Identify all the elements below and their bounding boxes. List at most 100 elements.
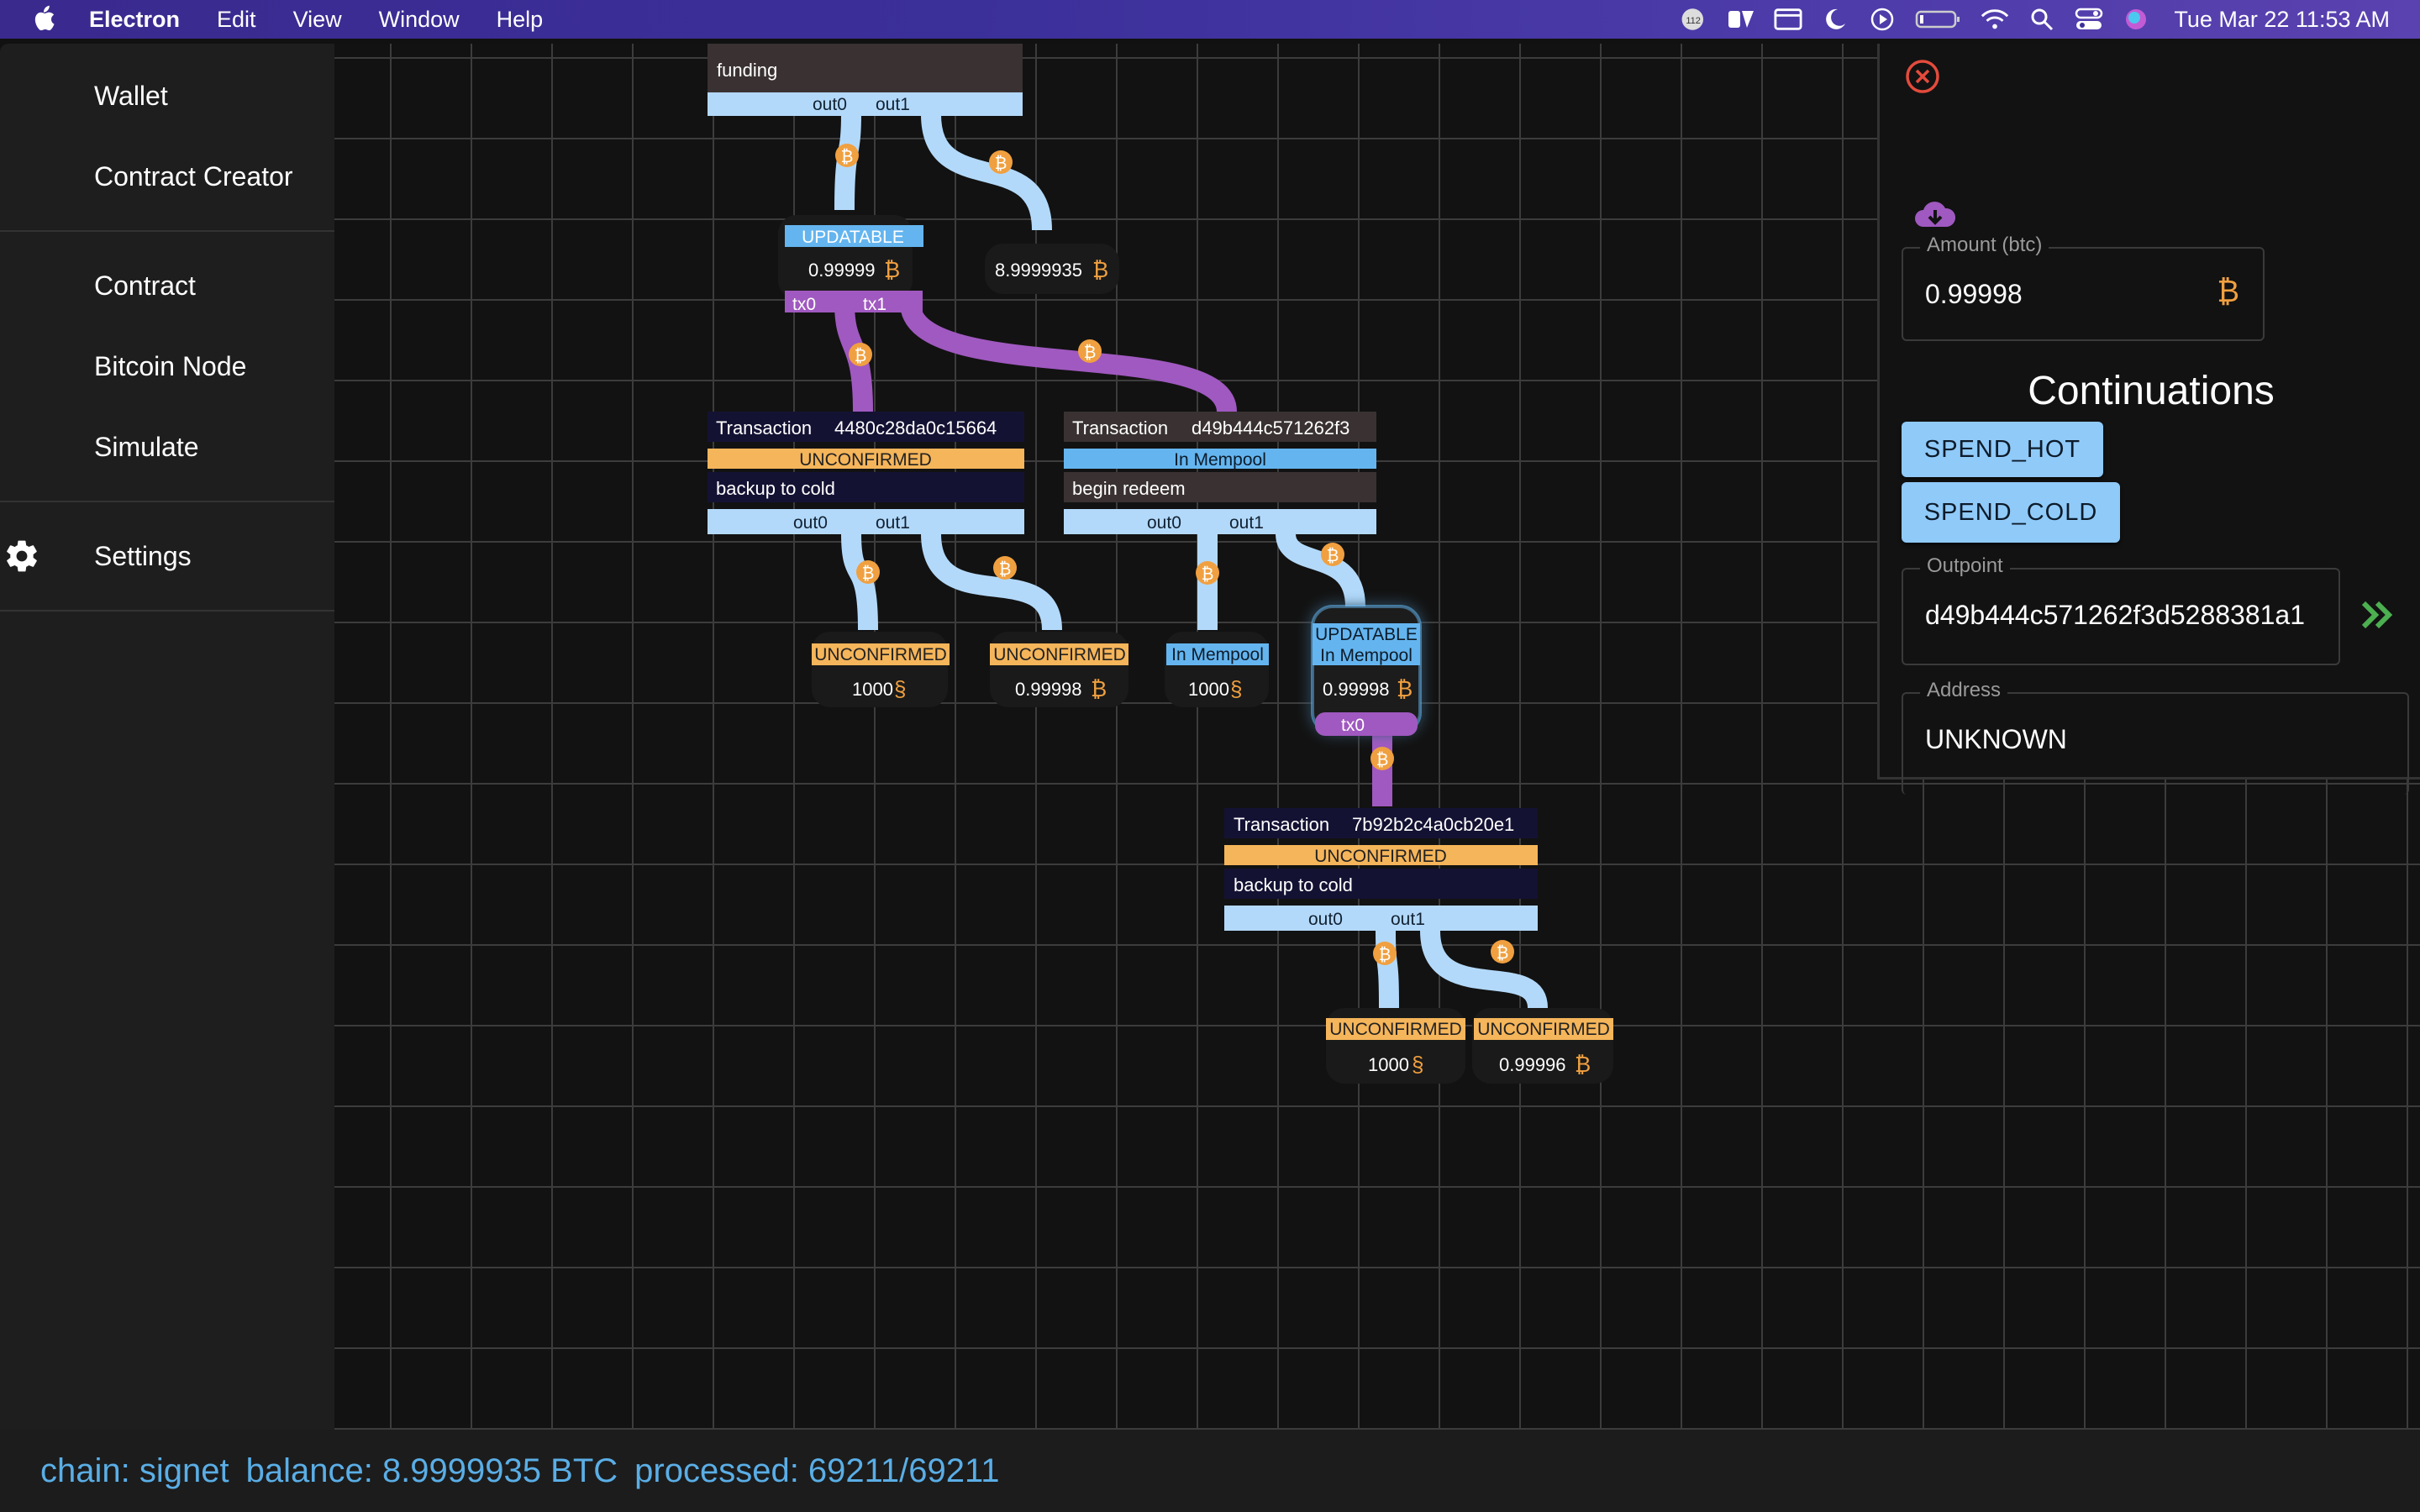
- coin-status: UPDATABLE: [802, 228, 904, 247]
- link-coin-tx1[interactable]: [900, 301, 1237, 413]
- notification-badge-icon[interactable]: 112: [1680, 7, 1708, 32]
- outpoint-field[interactable]: Outpoint d49b444c571262f3d5288381a1: [1902, 554, 2340, 665]
- address-value[interactable]: UNKNOWN: [1925, 724, 2067, 754]
- transaction-node[interactable]: Transaction d49b444c571262f3 In Mempool …: [1064, 412, 1376, 534]
- coin-status: UPDATABLE: [1315, 625, 1418, 644]
- moon-icon[interactable]: [1821, 7, 1849, 32]
- coin-amount: 1000: [1368, 1054, 1409, 1075]
- funding-out1[interactable]: out1: [876, 95, 910, 114]
- funding-node[interactable]: funding out0 out1: [708, 44, 1023, 116]
- tx-description: backup to cold: [1234, 874, 1353, 895]
- wifi-icon[interactable]: [1981, 7, 2009, 32]
- siri-icon[interactable]: [2122, 7, 2150, 32]
- detail-panel: Amount (btc) 0.99998 ₿ Continuations SPE…: [1877, 44, 2420, 795]
- spend-cold-button[interactable]: SPEND_COLD: [1902, 482, 2120, 543]
- cloud-download-icon[interactable]: [1913, 198, 1957, 234]
- coin-status: UNCONFIRMED: [1329, 1020, 1462, 1039]
- amount-label: Amount (btc): [1920, 234, 2049, 257]
- tx-description: begin redeem: [1072, 478, 1186, 499]
- processed-status: processed: 69211/69211: [634, 1452, 1000, 1489]
- link-tx3-out1[interactable]: [1420, 930, 1548, 1010]
- coin-node[interactable]: 8.9999935 ₿: [985, 244, 1119, 294]
- coin-node[interactable]: UPDATABLE 0.99999 ₿ tx0 tx1: [778, 215, 923, 314]
- sidebar-item-settings[interactable]: Settings: [94, 541, 192, 571]
- coin-node[interactable]: UNCONFIRMED 0.99998 ₿: [990, 632, 1128, 707]
- tx-status: UNCONFIRMED: [1314, 847, 1447, 866]
- amount-field[interactable]: Amount (btc) 0.99998 ₿: [1902, 234, 2265, 341]
- tx-id[interactable]: 4480c28da0c15664: [834, 417, 997, 438]
- tx-out1[interactable]: out1: [1229, 513, 1264, 533]
- bitcoin-icon: ₿: [849, 343, 872, 366]
- sidebar: Wallet Contract Creator Contract Bitcoin…: [0, 44, 334, 1430]
- menu-app-name[interactable]: Electron: [89, 6, 181, 32]
- sidebar-item-contract-creator[interactable]: Contract Creator: [94, 161, 293, 192]
- coin-out-tx1[interactable]: tx1: [863, 295, 886, 314]
- double-chevron-right-icon[interactable]: [2359, 598, 2396, 632]
- bitcoin-icon: ₿: [1370, 747, 1394, 770]
- link-tx2-out1[interactable]: [1276, 532, 1365, 607]
- tx-status: UNCONFIRMED: [799, 450, 932, 470]
- cast-icon[interactable]: [1727, 7, 1755, 32]
- search-icon[interactable]: [2028, 7, 2056, 32]
- coin-amount: 0.99998: [1015, 679, 1082, 700]
- amount-value[interactable]: 0.99998: [1925, 279, 2023, 309]
- outpoint-value[interactable]: d49b444c571262f3d5288381a1: [1925, 600, 2306, 630]
- tx-description: backup to cold: [716, 478, 835, 499]
- coin-status: UNCONFIRMED: [1477, 1020, 1610, 1039]
- link-funding-out1[interactable]: [921, 113, 1052, 231]
- bitcoin-icon: ₿: [835, 144, 859, 167]
- sidebar-item-simulate[interactable]: Simulate: [94, 432, 199, 462]
- status-bar: chain: signet balance: 8.9999935 BTC pro…: [0, 1430, 2420, 1512]
- coin-amount: 0.99998: [1323, 679, 1390, 700]
- coin-node[interactable]: UNCONFIRMED 1000 §: [812, 632, 950, 707]
- menu-view[interactable]: View: [292, 6, 342, 32]
- tx-out1[interactable]: out1: [1391, 910, 1425, 929]
- link-tx1-out1[interactable]: [921, 533, 1062, 631]
- contract-graph: ₿ ₿ ₿ ₿ ₿ ₿ ₿ ₿ ₿ ₿ ₿ funding out0 out1 …: [708, 44, 1613, 1084]
- menu-edit[interactable]: Edit: [217, 6, 256, 32]
- tx-out0[interactable]: out0: [1147, 513, 1181, 533]
- funding-out0[interactable]: out0: [813, 95, 847, 114]
- menu-help[interactable]: Help: [496, 6, 544, 32]
- coin-node[interactable]: In Mempool 1000 §: [1165, 632, 1269, 707]
- play-icon[interactable]: [1868, 7, 1897, 32]
- transaction-node[interactable]: Transaction 4480c28da0c15664 UNCONFIRMED…: [708, 412, 1024, 534]
- control-center-icon[interactable]: [2075, 7, 2103, 32]
- menubar: Electron Edit View Window Help 112: [0, 0, 2420, 39]
- tx-label: Transaction: [1072, 417, 1168, 438]
- sidebar-divider: [0, 501, 334, 502]
- tx-id[interactable]: 7b92b2c4a0cb20e1: [1352, 814, 1514, 835]
- menu-window[interactable]: Window: [378, 6, 460, 32]
- address-label: Address: [1920, 679, 2008, 702]
- sidebar-item-bitcoin-node[interactable]: Bitcoin Node: [94, 351, 247, 381]
- coin-out-tx0[interactable]: tx0: [1341, 716, 1365, 735]
- chain-status: chain: signet: [40, 1452, 229, 1489]
- sidebar-item-contract[interactable]: Contract: [94, 270, 196, 301]
- battery-icon[interactable]: [1915, 7, 1962, 32]
- svg-text:₿: ₿: [841, 148, 854, 166]
- coin-amount: 8.9999935: [995, 260, 1082, 281]
- apple-icon[interactable]: [32, 5, 55, 39]
- tx-id[interactable]: d49b444c571262f3: [1192, 417, 1349, 438]
- svg-text:₿: ₿: [1084, 344, 1097, 362]
- gear-icon[interactable]: [3, 538, 40, 575]
- bitcoin-icon: ₿: [856, 560, 880, 584]
- spend-hot-button[interactable]: SPEND_HOT: [1902, 422, 2103, 477]
- tx-label: Transaction: [1234, 814, 1329, 835]
- transaction-node[interactable]: Transaction 7b92b2c4a0cb20e1 UNCONFIRMED…: [1224, 808, 1538, 931]
- coin-node[interactable]: UNCONFIRMED 0.99996 ₿: [1472, 1008, 1613, 1084]
- coin-node-selected[interactable]: UPDATABLE In Mempool 0.99998 ₿ tx0: [1311, 605, 1422, 736]
- tx-out0[interactable]: out0: [793, 513, 828, 533]
- bitcoin-icon: ₿: [1491, 940, 1514, 963]
- tx-out0[interactable]: out0: [1308, 910, 1343, 929]
- sats-icon: §: [894, 676, 906, 701]
- menubar-clock[interactable]: Tue Mar 22 11:53 AM: [2174, 6, 2390, 32]
- window-icon[interactable]: [1774, 7, 1802, 32]
- address-field[interactable]: Address UNKNOWN: [1902, 679, 2409, 795]
- tx-out1[interactable]: out1: [876, 513, 910, 533]
- svg-text:₿: ₿: [1497, 944, 1509, 963]
- coin-out-tx0[interactable]: tx0: [792, 295, 816, 314]
- sidebar-item-wallet[interactable]: Wallet: [94, 81, 168, 111]
- close-icon[interactable]: [1903, 57, 1942, 96]
- coin-node[interactable]: UNCONFIRMED 1000 §: [1326, 1008, 1465, 1084]
